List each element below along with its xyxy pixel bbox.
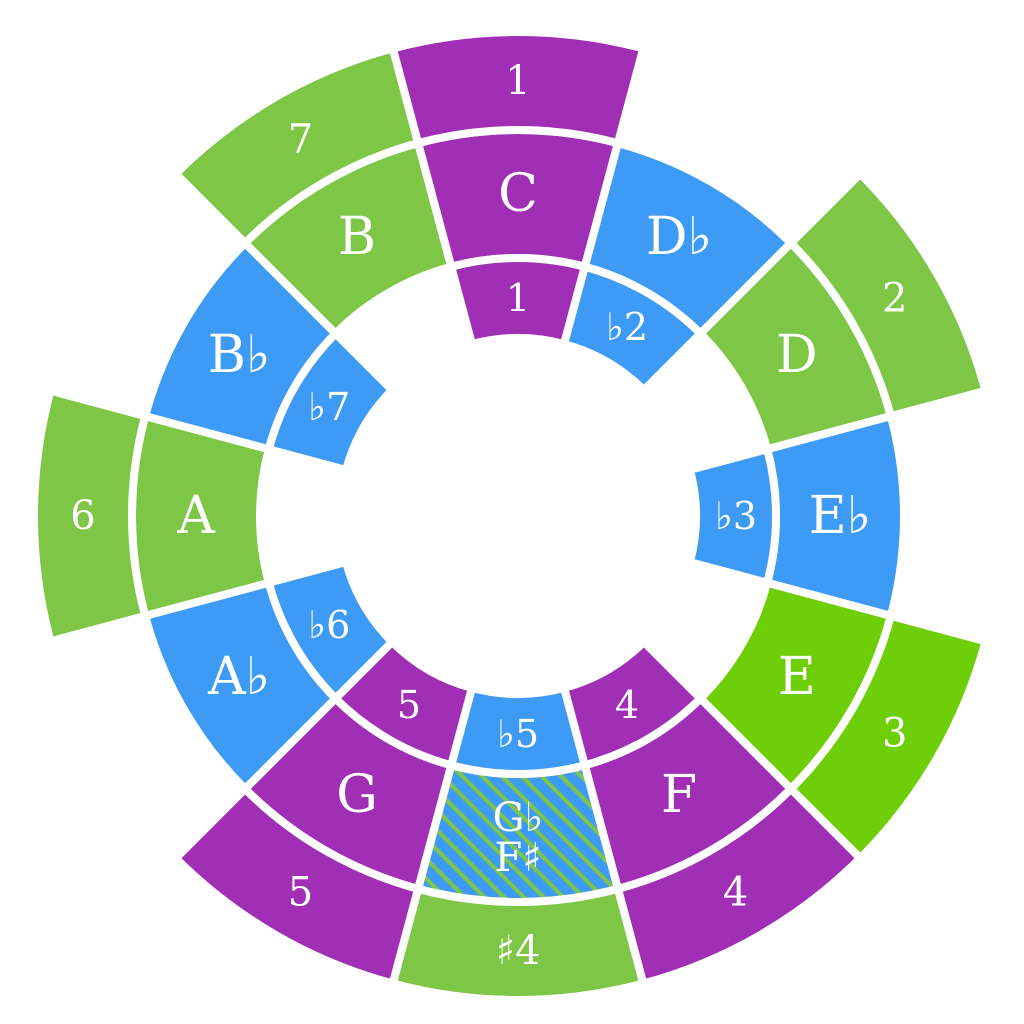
- inner-degree-label-db: ♭2: [606, 305, 648, 349]
- inner-degree-label-g: 5: [397, 683, 421, 727]
- note-label-eb: E♭: [809, 486, 872, 546]
- note-label-d: D: [776, 325, 818, 385]
- inner-degree-label-ab: ♭6: [308, 603, 350, 647]
- outer-degree-label-g: 5: [288, 870, 313, 916]
- outer-degree-segment-c: [387, 28, 649, 149]
- outer-degree-label-a: 6: [70, 493, 95, 539]
- inner-degree-label-f: 4: [615, 683, 639, 727]
- note-label-c: C: [498, 164, 538, 224]
- outer-degree-label-f: 4: [723, 870, 748, 916]
- inner-degree-label-c: 1: [506, 276, 530, 320]
- note-label-b: B: [338, 207, 376, 267]
- outer-degree-label-d: 2: [882, 276, 907, 322]
- outer-degree-segment-g: [170, 783, 423, 989]
- note-label-ab: A♭: [207, 647, 270, 707]
- note-label-db: D♭: [646, 207, 712, 267]
- note-label-g: G: [336, 765, 378, 825]
- note-label-f: F: [661, 765, 697, 825]
- segments-layer: [30, 28, 991, 1004]
- outer-degree-segment-a: [30, 385, 151, 647]
- note-label-e: E: [778, 647, 816, 707]
- outer-degree-label-gb: ♯4: [496, 928, 541, 974]
- outer-degree-segment-b: [170, 43, 423, 249]
- note-label-gb: G♭F♯: [493, 795, 544, 881]
- note-label-a: A: [176, 486, 216, 546]
- inner-degree-label-gb: ♭5: [497, 712, 539, 756]
- outer-degree-segment-d: [785, 168, 991, 421]
- outer-degree-label-b: 7: [288, 116, 313, 162]
- note-label-bb: B♭: [208, 325, 271, 385]
- outer-degree-label-e: 3: [882, 711, 907, 757]
- inner-degree-label-bb: ♭7: [308, 385, 350, 429]
- inner-degree-label-eb: ♭3: [715, 494, 757, 538]
- outer-degree-label-c: 1: [505, 58, 530, 104]
